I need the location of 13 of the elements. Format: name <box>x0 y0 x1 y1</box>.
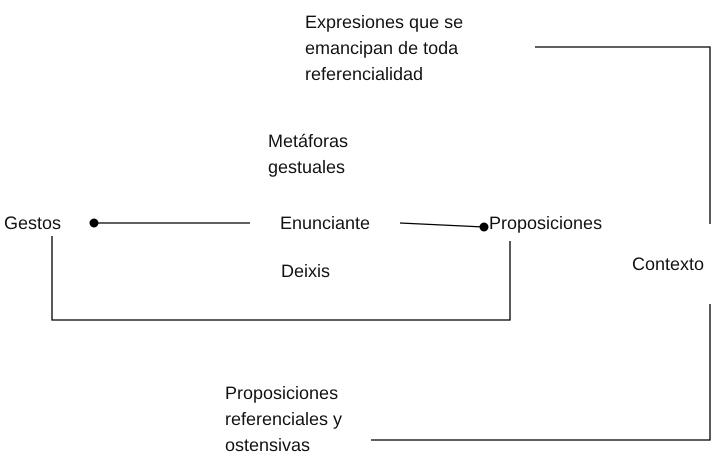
node-text: Gestos <box>4 212 62 235</box>
connector-line <box>535 46 711 224</box>
node-text: Enunciante <box>280 212 370 235</box>
node-text: Expresiones que se emancipan de toda referencialidad <box>305 11 464 86</box>
text-label: Deixis <box>281 260 332 283</box>
node-text: Proposiciones <box>489 212 602 235</box>
connector-line <box>371 304 711 441</box>
text-label: Metáforas gestuales <box>268 130 350 179</box>
node-text: Contexto <box>632 253 704 276</box>
connector-line <box>90 218 250 228</box>
node-text: Proposiciones referenciales y ostensivas <box>225 382 344 457</box>
connector-line <box>400 222 488 232</box>
connector-line <box>51 236 511 321</box>
